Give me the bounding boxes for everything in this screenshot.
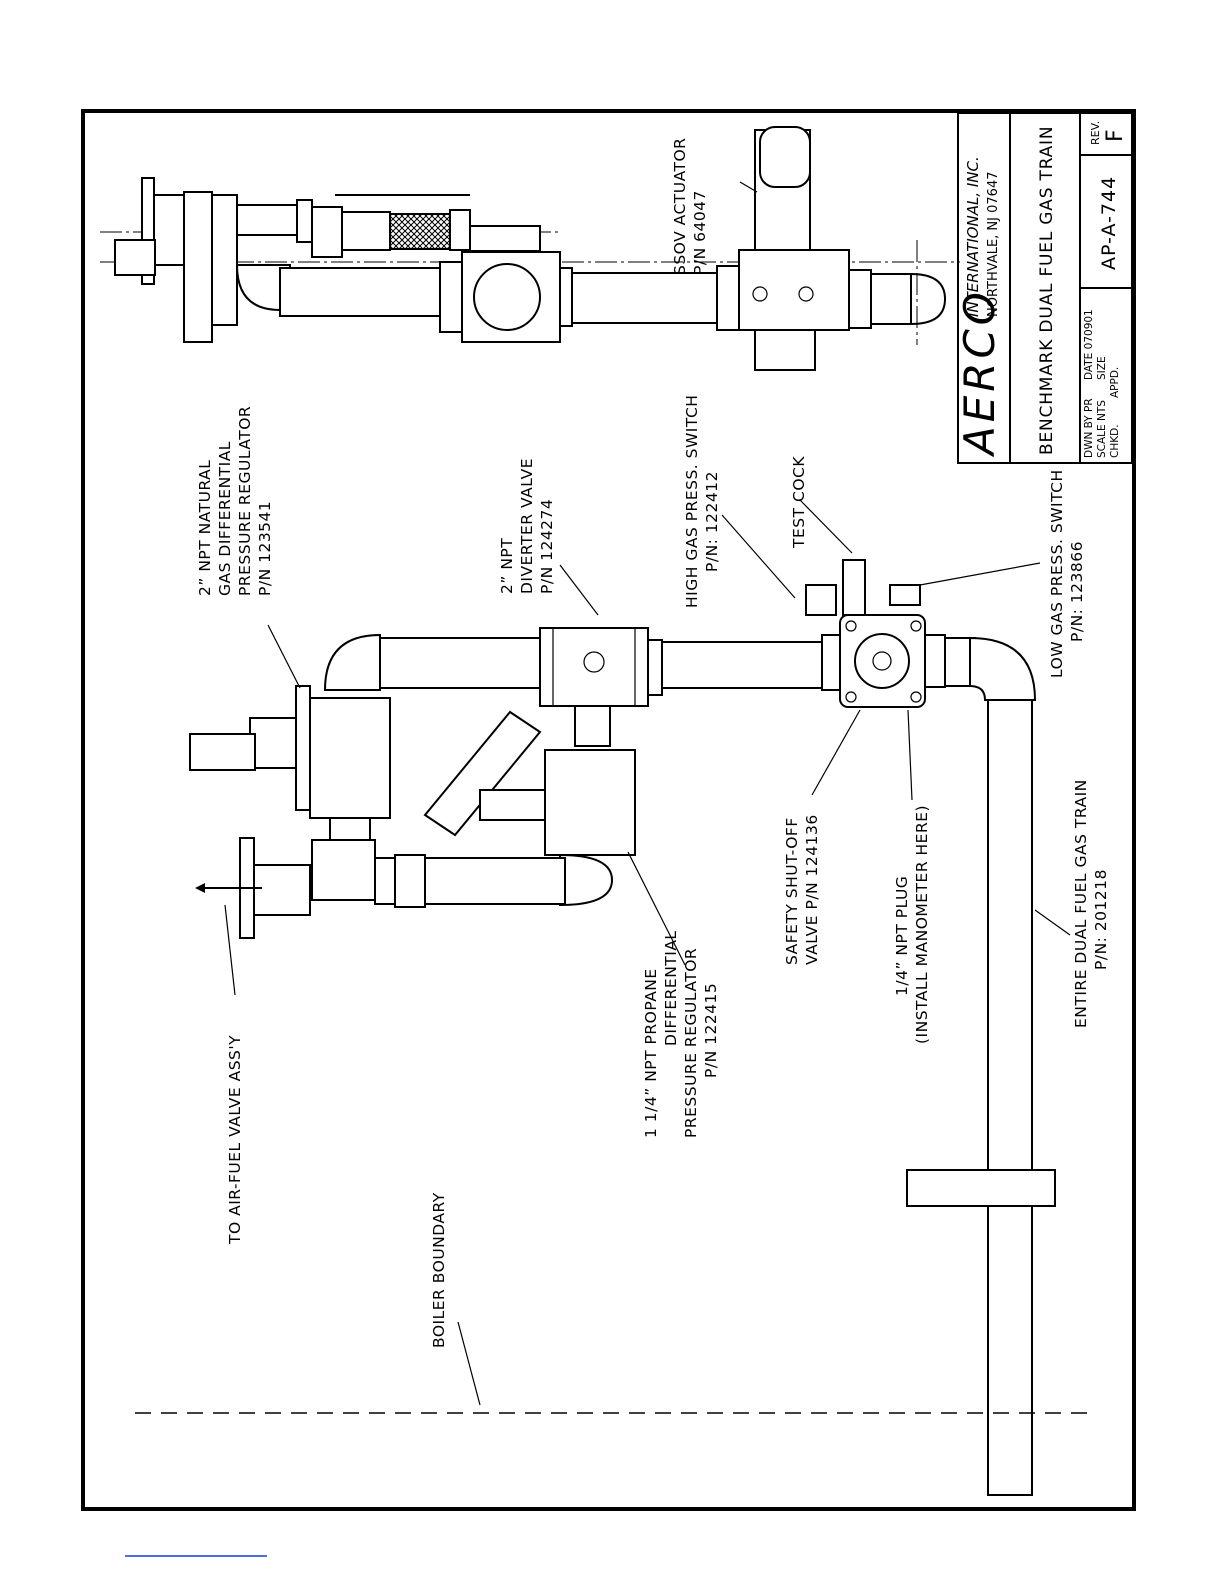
front-view-assembly: [135, 559, 1095, 1496]
gas-train-line-2: P/N: 201218: [1092, 869, 1110, 970]
callout-low-gas-switch: LOW GAS PRESS. SWITCH P/N: 123866: [1048, 469, 1086, 678]
checked-by: CHKD.: [1109, 424, 1121, 458]
safety-shutoff-line-1: SAFETY SHUT-OFF: [783, 817, 801, 965]
title-block: AERCO INTERNATIONAL, INC. NORTHVALE, NJ …: [955, 112, 1133, 464]
callout-boiler-boundary: BOILER BOUNDARY: [430, 1192, 448, 1348]
natural-gas-regulator-line-4: P/N 123541: [256, 501, 274, 596]
drawing-number: AP-A-744: [1098, 176, 1120, 270]
natural-gas-regulator-line-3: PRESSURE REGULATOR: [236, 406, 254, 596]
drawing-title: BENCHMARK DUAL FUEL GAS TRAIN: [1037, 126, 1057, 455]
callout-safety-shutoff: SAFETY SHUT-OFF VALVE P/N 124136: [783, 814, 821, 965]
approved-by: APPD.: [1109, 367, 1121, 398]
diverter-valve-line-1: 2” NPT: [498, 538, 516, 594]
revision-label: REV.: [1089, 121, 1102, 145]
callout-test-cock: TEST COCK: [790, 456, 808, 549]
drawing-scale: SCALE NTS: [1096, 400, 1108, 458]
diverter-valve-line-2: DIVERTER VALVE: [518, 458, 536, 594]
side-view-assembly: [100, 126, 960, 371]
company-logo: AERCO: [955, 288, 1004, 458]
callout-npt-plug: 1/4” NPT PLUG (INSTALL MANOMETER HERE): [893, 805, 931, 1044]
callout-air-fuel-valve: TO AIR-FUEL VALVE ASS'Y: [226, 1035, 244, 1245]
callout-gas-train: ENTIRE DUAL FUEL GAS TRAIN P/N: 201218: [1072, 779, 1110, 1028]
safety-shutoff-line-2: VALVE P/N 124136: [803, 814, 821, 965]
high-gas-switch-line-2: P/N: 122412: [703, 471, 721, 572]
callout-diverter-valve: 2” NPT DIVERTER VALVE P/N 124274: [498, 458, 556, 594]
drawing-size: SIZE: [1096, 356, 1108, 380]
test-cock-label: TEST COCK: [790, 456, 808, 549]
drawing-border: [81, 109, 1136, 1511]
low-gas-switch-line-1: LOW GAS PRESS. SWITCH: [1048, 469, 1066, 678]
propane-regulator-line-3: PRESSURE REGULATOR: [682, 948, 700, 1138]
propane-regulator-line-2: DIFFERENTIAL: [662, 930, 680, 1046]
propane-regulator-line-4: P/N 122415: [702, 983, 720, 1078]
propane-regulator-line-1: 1 1/4” NPT PROPANE: [642, 968, 660, 1138]
npt-plug-line-1: 1/4” NPT PLUG: [893, 876, 911, 996]
high-gas-switch-line-1: HIGH GAS PRESS. SWITCH: [683, 395, 701, 608]
callout-ssov-actuator: SSOV ACTUATOR P/N 64047: [671, 138, 709, 275]
company-address: NORTHVALE, NJ 07647: [986, 172, 1001, 317]
low-gas-switch-line-2: P/N: 123866: [1068, 541, 1086, 642]
leader-lines: [224, 181, 1071, 1406]
natural-gas-regulator-line-2: GAS DIFFERENTIAL: [216, 441, 234, 596]
company-subtitle: INTERNATIONAL, INC.: [964, 156, 982, 317]
natural-gas-regulator-line-1: 2” NPT NATURAL: [196, 460, 214, 596]
boiler-boundary-label: BOILER BOUNDARY: [430, 1192, 448, 1348]
ssov-actuator-line-1: SSOV ACTUATOR: [671, 138, 689, 275]
revision-value: F: [1103, 129, 1128, 142]
diverter-valve-line-3: P/N 124274: [538, 499, 556, 594]
air-fuel-valve-label: TO AIR-FUEL VALVE ASS'Y: [226, 1035, 244, 1245]
gas-train-line-1: ENTIRE DUAL FUEL GAS TRAIN: [1072, 779, 1090, 1028]
npt-plug-line-2: (INSTALL MANOMETER HERE): [913, 805, 931, 1044]
ssov-actuator-line-2: P/N 64047: [691, 190, 709, 275]
callout-high-gas-switch: HIGH GAS PRESS. SWITCH P/N: 122412: [683, 395, 721, 608]
drawing-date: DATE 070901: [1083, 309, 1095, 380]
callout-natural-gas-regulator: 2” NPT NATURAL GAS DIFFERENTIAL PRESSURE…: [196, 406, 274, 596]
callout-propane-regulator: 1 1/4” NPT PROPANE DIFFERENTIAL PRESSURE…: [642, 930, 720, 1138]
drawn-by: DWN BY PR: [1083, 398, 1095, 458]
